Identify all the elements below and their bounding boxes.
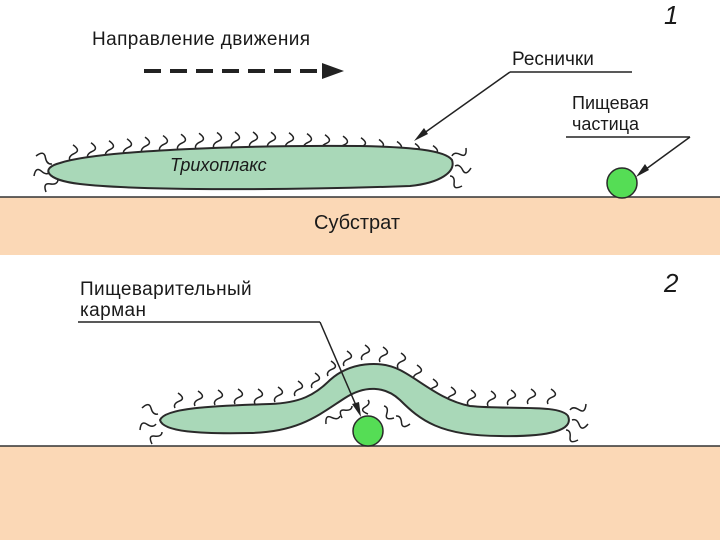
cilium: [486, 390, 497, 407]
cilium: [571, 418, 589, 429]
cilium: [68, 144, 79, 162]
pointer-lines-1: [414, 71, 691, 177]
cilium: [176, 133, 187, 151]
cilium: [139, 422, 157, 431]
direction-arrow: [144, 63, 344, 79]
panel-number-1: 1: [664, 0, 679, 30]
panel-number-2: 2: [664, 268, 679, 298]
cilium: [44, 179, 59, 193]
cilium: [194, 132, 205, 150]
cilium: [173, 392, 184, 409]
cilium: [213, 389, 224, 406]
cilium: [141, 403, 159, 415]
cilium: [35, 152, 53, 165]
cilium: [565, 429, 579, 443]
pocket-label-line2: карман: [80, 300, 147, 321]
pocket-label-line1: Пищеварительный: [80, 279, 253, 300]
cilium: [451, 147, 467, 157]
food-particle-1: [606, 167, 638, 199]
cilium: [383, 405, 395, 420]
direction-label: Направление движения: [92, 29, 311, 50]
trichoplax-body-2: [158, 363, 570, 438]
organism-label: Трихоплакс: [170, 155, 267, 175]
cilium: [212, 131, 223, 149]
cilium: [396, 352, 407, 369]
cilium: [378, 346, 389, 363]
cilium: [526, 388, 537, 405]
cilia-label: Реснички: [512, 49, 594, 70]
cilium: [506, 389, 517, 406]
cilium: [86, 142, 97, 160]
cilium: [546, 388, 557, 405]
cilium: [310, 372, 321, 389]
cilium: [253, 388, 264, 405]
cilium: [449, 175, 463, 189]
pointer-lines-2: [78, 321, 361, 417]
substrate-label: Субстрат: [314, 212, 401, 234]
cilium: [339, 405, 353, 419]
cilium: [230, 131, 241, 149]
cilium: [248, 131, 259, 149]
cilium: [569, 403, 587, 412]
cilium: [395, 415, 411, 428]
cilium: [360, 344, 371, 361]
cilium: [466, 389, 477, 406]
trichoplax-body-1: [47, 144, 454, 191]
substrate-2: [0, 446, 720, 540]
food-label-line2: частица: [572, 114, 640, 134]
food-particle-2: [352, 415, 384, 447]
cilium: [325, 415, 341, 425]
cilium: [361, 399, 370, 415]
cilium: [293, 380, 304, 397]
food-label-line1: Пищевая: [572, 93, 649, 113]
cilium: [193, 390, 204, 407]
substrate-1: [0, 197, 720, 255]
cilium: [140, 136, 151, 154]
cilium: [342, 350, 353, 367]
cilium: [158, 134, 169, 152]
cilium: [273, 386, 284, 403]
cilium: [454, 164, 472, 174]
cilium: [33, 168, 51, 177]
cilium: [149, 431, 163, 445]
cilium: [233, 388, 244, 405]
cilium: [326, 360, 337, 377]
